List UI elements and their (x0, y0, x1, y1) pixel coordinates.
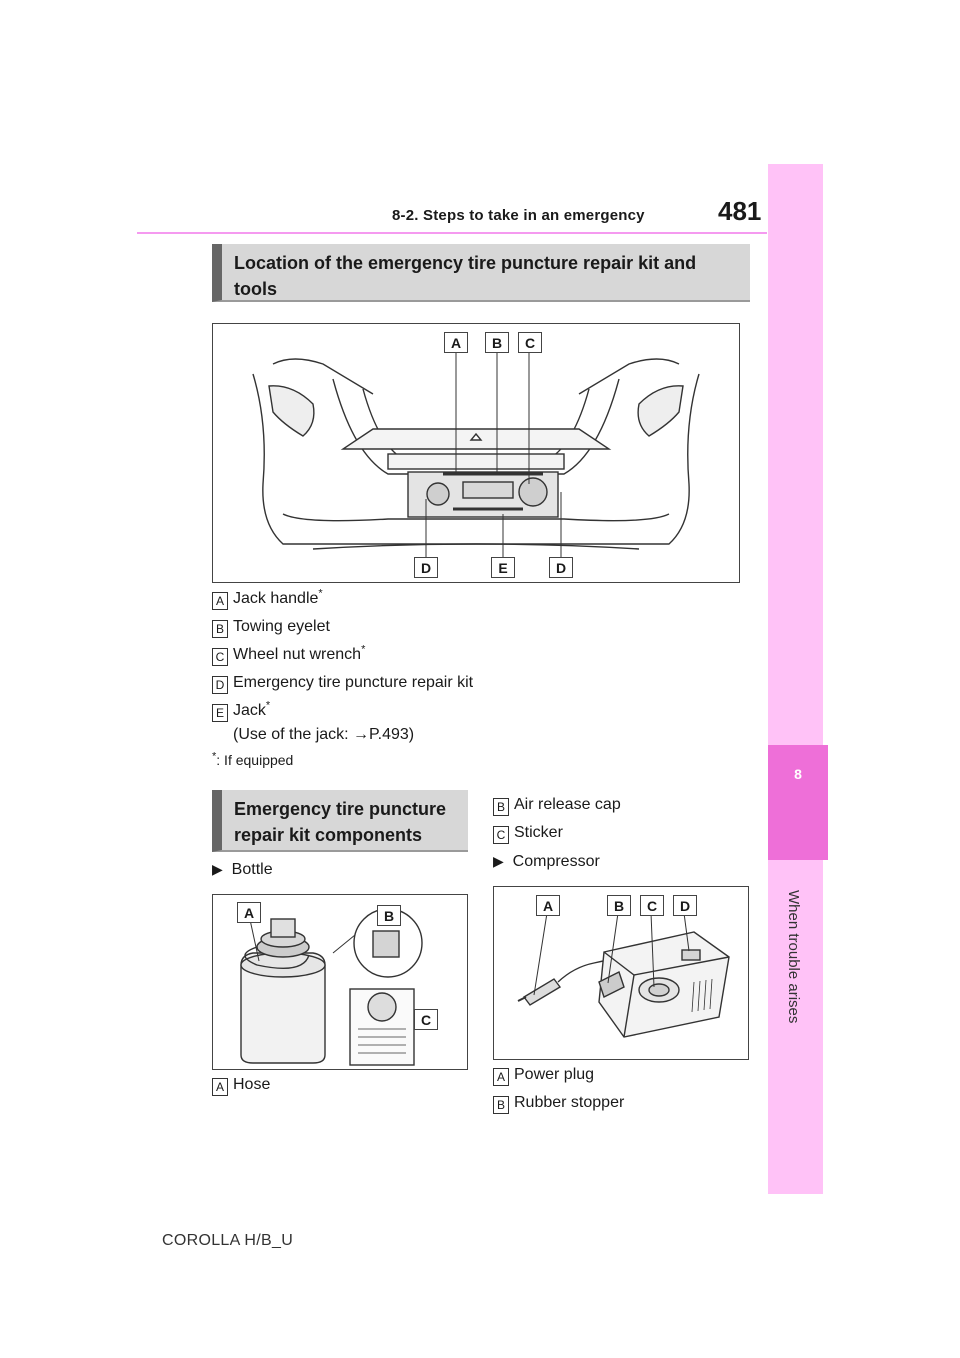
list-item: Jack* (233, 699, 271, 719)
chapter-title: When trouble arises (785, 890, 802, 1024)
bottle-heading: ▶ Bottle (212, 861, 273, 878)
item-letter-badge: D (212, 676, 228, 694)
triangle-bullet-icon: ▶ (212, 861, 223, 877)
list-item: Wheel nut wrench* (233, 643, 366, 663)
model-footer: COROLLA H/B_U (162, 1232, 294, 1249)
list-item: Sticker (514, 824, 563, 841)
list-item: Towing eyelet (233, 618, 330, 635)
item-letter-badge: A (493, 1068, 509, 1086)
figure-label-a: A (444, 332, 468, 353)
figure-label-d-left: D (414, 557, 438, 578)
figure-label-d-right: D (549, 557, 573, 578)
figure-label-b: B (485, 332, 509, 353)
list-item: Rubber stopper (514, 1094, 625, 1111)
item-letter-badge: C (212, 648, 228, 666)
list-item: Jack handle* (233, 587, 323, 607)
figure-label-b: B (377, 905, 401, 926)
item-letter-badge: A (212, 592, 228, 610)
section-title-location: Location of the emergency tire puncture … (212, 244, 750, 302)
figure-label-b: B (607, 895, 631, 916)
list-item-note: (Use of the jack: →P.493) (233, 726, 415, 743)
list-item: Emergency tire puncture repair kit (233, 674, 474, 691)
item-letter-badge: B (493, 1096, 509, 1114)
bottle-illustration (240, 908, 423, 1066)
figure-label-a: A (536, 895, 560, 916)
compressor-figure: A B C D (493, 886, 749, 1060)
chapter-tab (768, 164, 823, 1194)
figure-label-c: C (414, 1009, 438, 1030)
figure-label-a: A (237, 902, 261, 923)
footnote: *: If equipped (212, 750, 294, 768)
list-item: Power plug (514, 1066, 595, 1083)
chapter-number-box (768, 745, 828, 860)
figure-label-c: C (518, 332, 542, 353)
section-header: 8-2. Steps to take in an emergency (392, 207, 645, 224)
compressor-heading: ▶ Compressor (493, 853, 600, 870)
triangle-bullet-icon: ▶ (493, 853, 504, 869)
figure-label-c: C (640, 895, 664, 916)
trunk-illustration (252, 350, 700, 560)
compressor-illustration (517, 912, 730, 1038)
item-letter-badge: B (212, 620, 228, 638)
section-title-components: Emergency tire puncture repair kit compo… (212, 790, 468, 852)
item-letter-badge: C (493, 826, 509, 844)
item-letter-badge: E (212, 704, 228, 722)
trunk-figure: A B C D E D (212, 323, 740, 583)
list-item: Air release cap (514, 796, 621, 813)
chapter-number: 8 (794, 766, 802, 782)
list-item: Hose (233, 1076, 271, 1093)
item-letter-badge: A (212, 1078, 228, 1096)
page-number: 481 (718, 196, 762, 226)
item-letter-badge: B (493, 798, 509, 816)
figure-label-d: D (673, 895, 697, 916)
figure-label-e: E (491, 557, 515, 578)
header-divider (137, 232, 767, 234)
bottle-figure: A B C (212, 894, 468, 1070)
